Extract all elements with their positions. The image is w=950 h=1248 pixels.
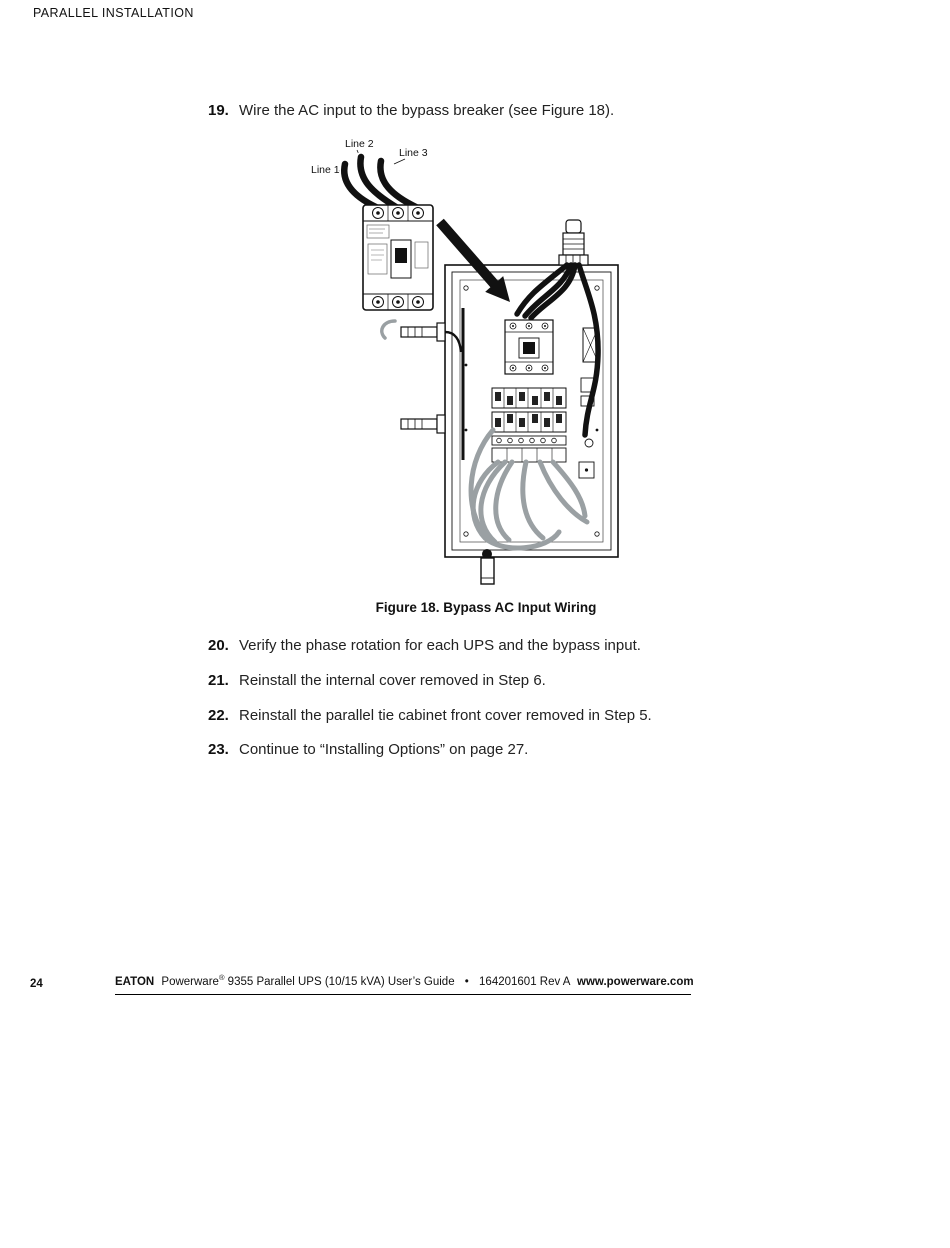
registered-mark: ® [218, 973, 225, 983]
ground-wire-graphic [444, 308, 465, 460]
page-header-title: PARALLEL INSTALLATION [33, 6, 194, 20]
step-text: Verify the phase rotation for each UPS a… [239, 637, 641, 654]
gray-wires-graphic [468, 427, 590, 551]
figure-caption: Figure 18. Bypass AC Input Wiring [375, 600, 597, 615]
bottom-pipe-graphic [480, 549, 495, 585]
step-text: Continue to “Installing Options” on page… [239, 741, 529, 758]
top-conduit-graphic [558, 219, 589, 266]
terminal-blocks-graphic [491, 387, 567, 463]
arrow-indicator [436, 218, 510, 302]
step-number: 20. [208, 637, 229, 654]
left-conduit-fittings-graphic [380, 319, 446, 434]
step-item: 19. Wire the AC input to the bypass brea… [208, 101, 848, 120]
step-text: Wire the AC input to the bypass breaker … [239, 102, 615, 119]
black-cable-bundle-graphic [514, 262, 601, 438]
footer-website-link[interactable]: www.powerware.com [577, 976, 694, 988]
side-components-graphic [578, 327, 599, 479]
step-number: 22. [208, 707, 229, 724]
step-item: 23. Continue to “Installing Options” on … [208, 740, 848, 759]
footer-separator: • [464, 976, 469, 988]
footer-guide-title: 9355 Parallel UPS (10/15 kVA) User’s Gui… [227, 976, 455, 988]
step-number: 19. [208, 102, 229, 119]
label-line-3: Line 3 [399, 147, 428, 159]
bypass-wiring-diagram: Line 2 Line 3 Line 1 [311, 138, 619, 585]
page-number: 24 [30, 978, 43, 990]
footer-brand: EATON [115, 976, 155, 988]
step-item: 22. Reinstall the parallel tie cabinet f… [208, 706, 848, 725]
step-number: 21. [208, 672, 229, 689]
bypass-breaker-graphic [362, 204, 434, 311]
footer-product: Powerware [161, 976, 219, 988]
step-number: 23. [208, 741, 229, 758]
figure-18-illustration: Line 2 Line 3 Line 1 [295, 130, 630, 598]
footer: EATON Powerware® 9355 Parallel UPS (10/1… [115, 973, 694, 995]
ac-input-wires-graphic [339, 152, 421, 212]
label-line-2: Line 2 [345, 138, 374, 150]
step-item: 20. Verify the phase rotation for each U… [208, 636, 848, 655]
step-text: Reinstall the internal cover removed in … [239, 672, 546, 689]
cabinet-breaker-graphic [504, 319, 554, 375]
label-line-1: Line 1 [311, 164, 340, 176]
step-item: 21. Reinstall the internal cover removed… [208, 671, 848, 690]
footer-doc-rev: 164201601 Rev A [479, 976, 570, 988]
step-text: Reinstall the parallel tie cabinet front… [239, 707, 652, 724]
